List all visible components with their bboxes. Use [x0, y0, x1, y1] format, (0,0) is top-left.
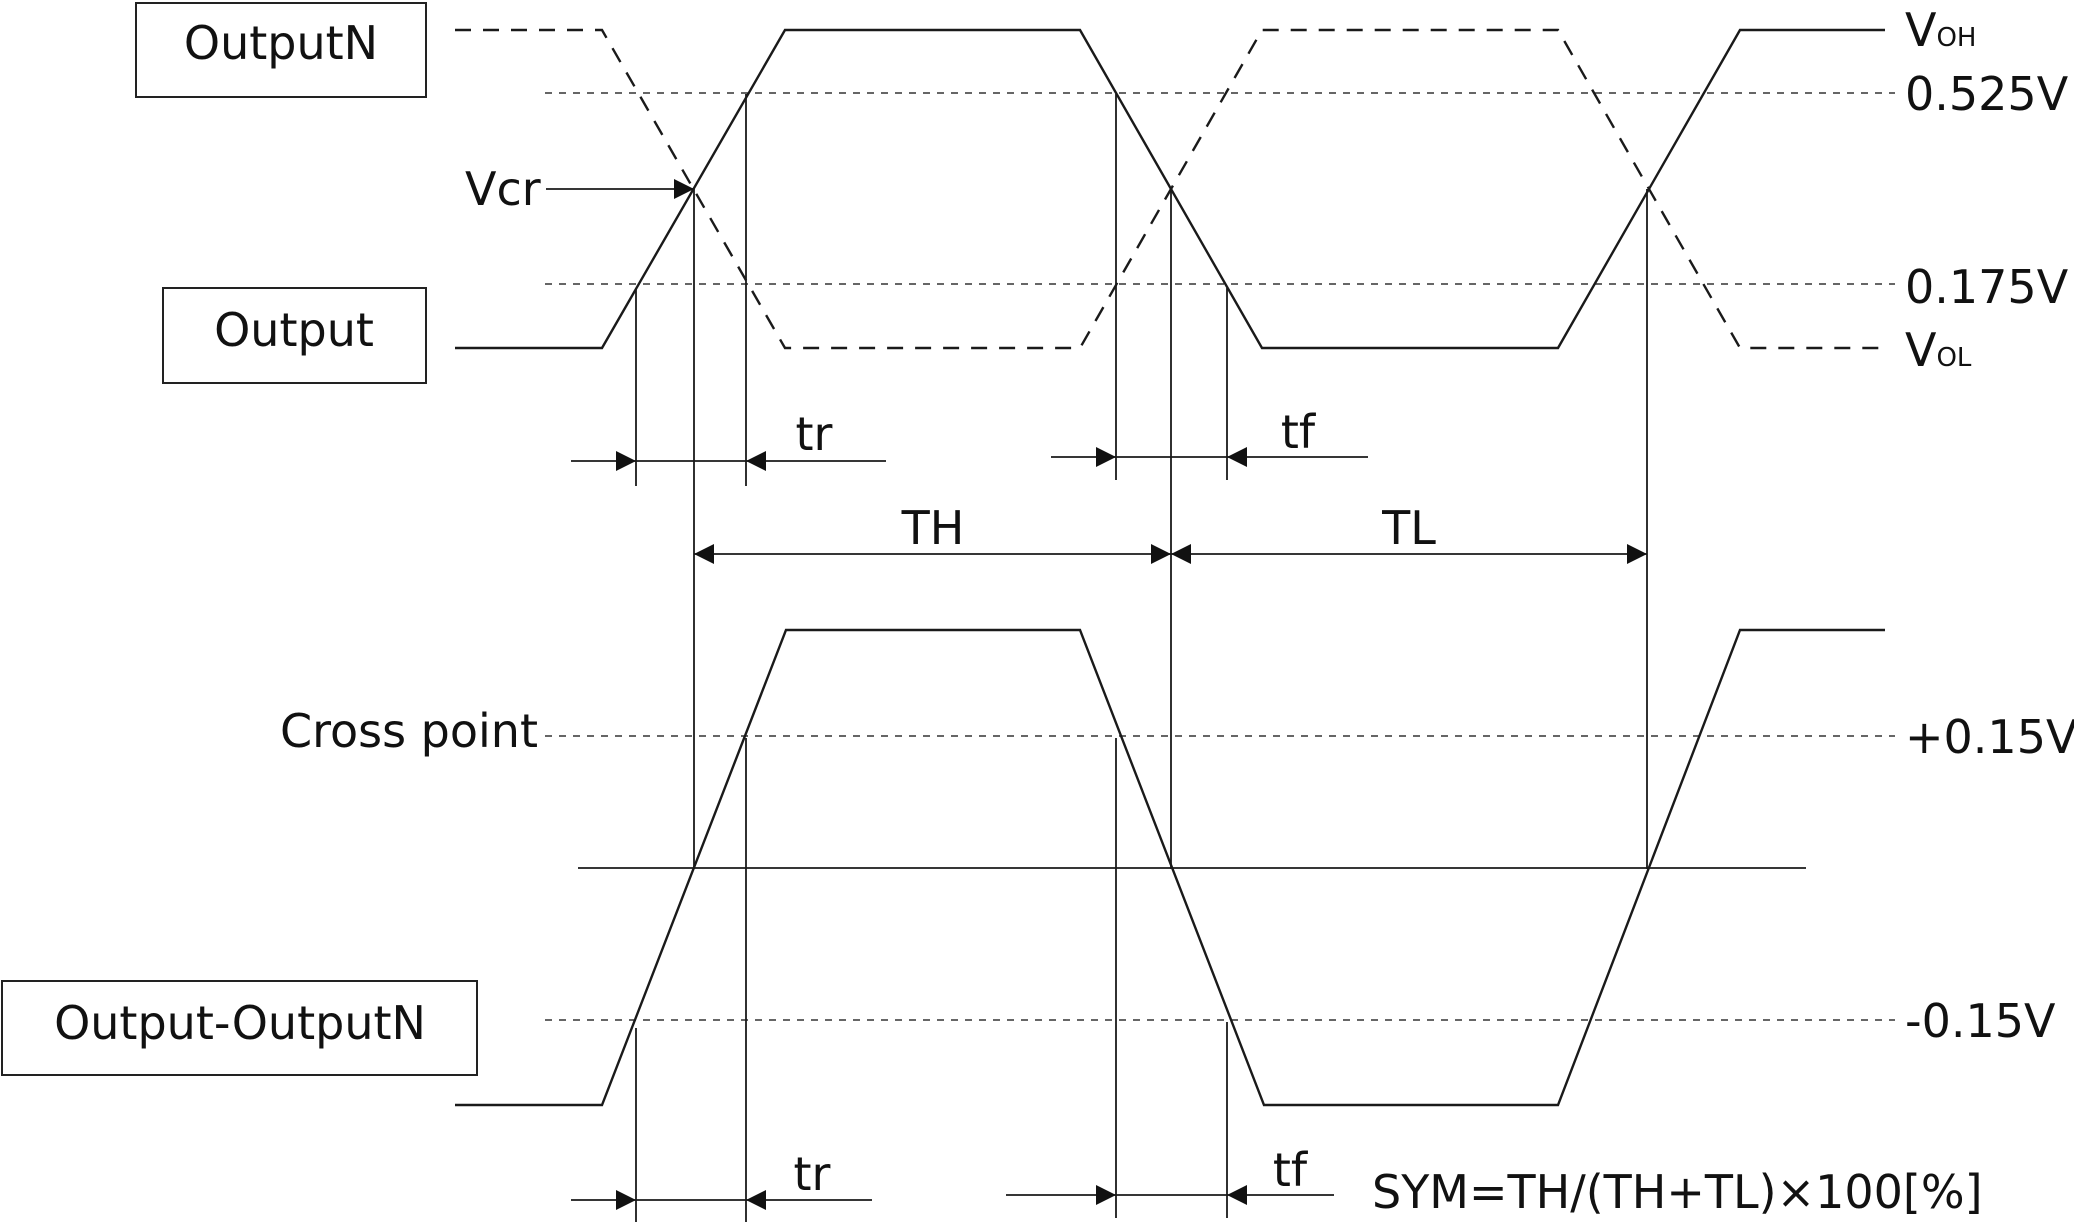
- level-0175-label: 0.175V: [1905, 260, 2069, 314]
- outputn-box: OutputN: [135, 2, 427, 98]
- vcr-label: Vcr: [465, 162, 541, 216]
- tf-top-label: tf: [1281, 405, 1317, 459]
- tr-top-label: tr: [796, 407, 833, 461]
- vol-label: VOL: [1905, 323, 1972, 377]
- outputn-label: OutputN: [184, 16, 378, 70]
- level-plus015-label: +0.15V: [1905, 710, 2074, 764]
- output-label: Output: [214, 303, 374, 357]
- th-label: TH: [901, 501, 965, 555]
- cross-point-label: Cross point: [280, 704, 538, 758]
- level-0525-label: 0.525V: [1905, 67, 2069, 121]
- voh-label: VOH: [1905, 3, 1976, 57]
- tf-bottom-label: tf: [1273, 1143, 1309, 1197]
- sym-formula: SYM=TH/(TH+TL)×100[%]: [1372, 1165, 1983, 1219]
- level-minus015-label: -0.15V: [1905, 994, 2056, 1048]
- differential-signal: [455, 628, 1885, 1107]
- tl-label: TL: [1381, 501, 1436, 555]
- diff-label: Output-OutputN: [54, 996, 426, 1050]
- diff-box: Output-OutputN: [1, 980, 478, 1076]
- output-box: Output: [162, 287, 427, 384]
- tr-bottom-label: tr: [794, 1147, 831, 1201]
